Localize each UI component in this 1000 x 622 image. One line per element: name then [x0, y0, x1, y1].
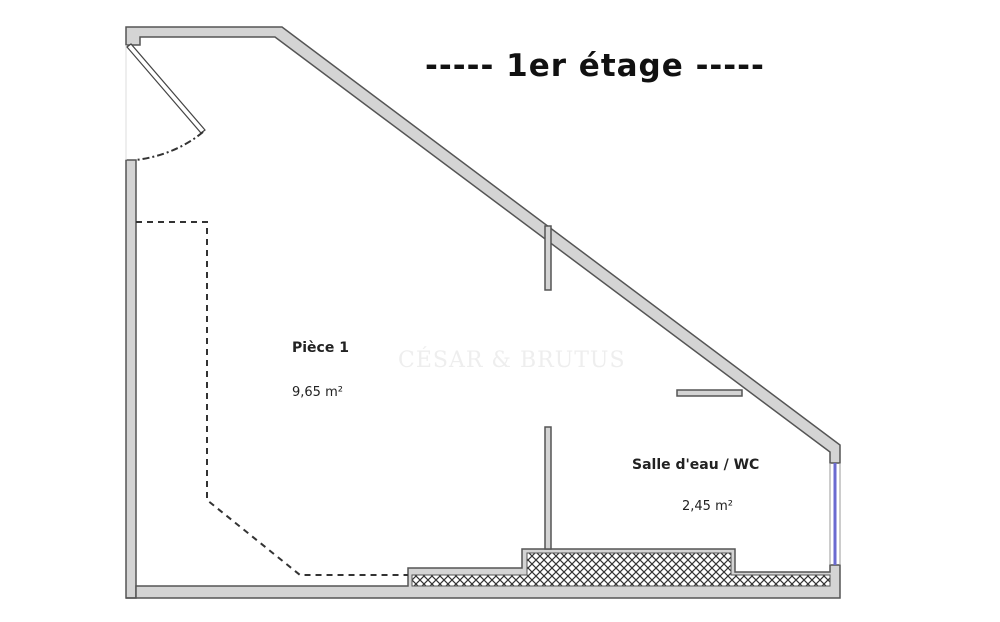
floor-title: ----- 1er étage ----- [425, 48, 765, 84]
top-diagonal-wall [125, 26, 841, 464]
watermark: CÉSAR & BRUTUS [398, 348, 626, 373]
room-name-piece-1: Pièce 1 [292, 340, 349, 356]
partition-stub [676, 389, 743, 397]
door-swing-arc [135, 131, 204, 161]
hatched-platform [411, 552, 831, 587]
dashed-ceiling-line [136, 221, 408, 576]
room-area-salle-eau: 2,45 m² [682, 499, 733, 514]
bottom-wall [126, 548, 841, 599]
left-wall [125, 159, 137, 599]
partition-upper [544, 225, 552, 291]
door-leaf [126, 43, 206, 134]
room-area-piece-1: 9,65 m² [292, 385, 343, 400]
partition-lower [544, 426, 552, 550]
room-name-salle-eau: Salle d'eau / WC [632, 457, 760, 473]
